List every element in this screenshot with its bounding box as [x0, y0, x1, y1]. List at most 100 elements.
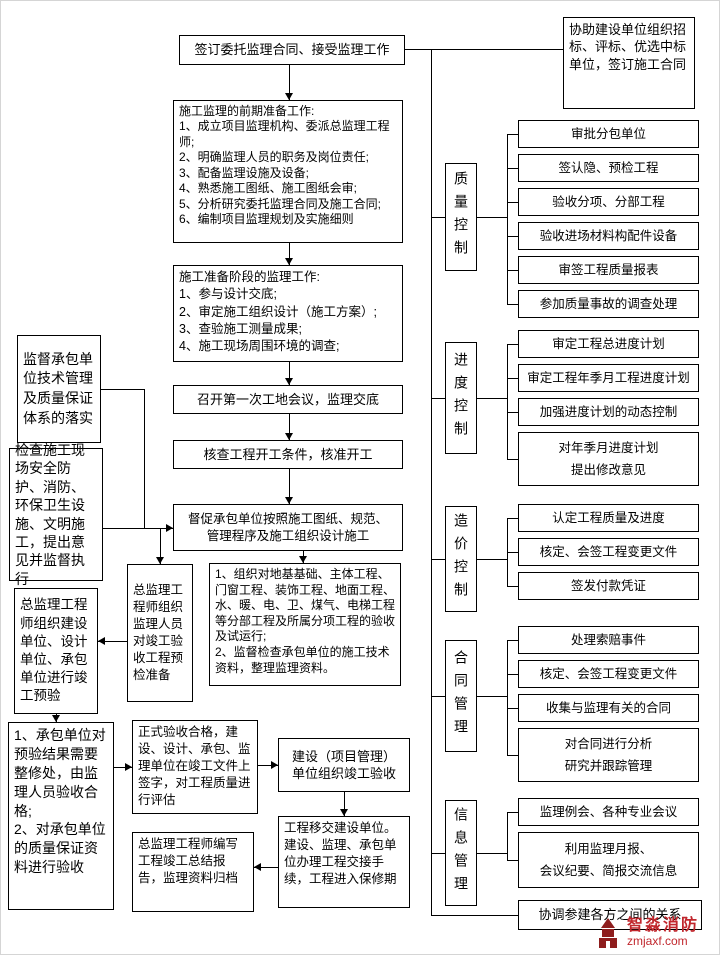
flow-line	[344, 792, 345, 816]
arrow-down-icon	[299, 556, 307, 563]
flow-line	[289, 362, 290, 385]
flow-line	[431, 559, 445, 560]
group-contract-management-label: 合同管理	[445, 640, 477, 752]
control-item: 对合同进行分析 研究并跟踪管理	[518, 728, 699, 782]
control-item: 验收进场材料构配件设备	[518, 222, 699, 250]
flow-line	[160, 528, 161, 564]
step-pre-acceptance: 总监理工程师组织建设单位、设计单位、承包单位进行竣工预验	[14, 588, 98, 714]
control-item: 加强进度计划的动态控制	[518, 398, 699, 426]
arrow-down-icon	[285, 433, 293, 440]
flow-line	[98, 641, 127, 642]
group-information-management-label: 信息管理	[445, 800, 477, 906]
flow-line	[507, 755, 518, 756]
control-item: 审签工程质量报表	[518, 256, 699, 284]
control-item: 审定工程年季月工程进度计划	[518, 364, 699, 392]
arrow-left-icon	[98, 637, 105, 645]
flow-line	[507, 202, 518, 203]
flow-line	[477, 559, 507, 560]
control-item: 对年季月进度计划 提出修改意见	[518, 432, 699, 486]
flow-line	[507, 812, 518, 813]
step-construction-preparation: 施工准备阶段的监理工作: 1、参与设计交底; 2、审定施工组织设计（施工方案）;…	[173, 265, 403, 362]
aside-quality-system-supervision: 监督承包单位技术管理及质量保证体系的落实	[17, 335, 101, 443]
watermark: 智淼消防 zmjaxf.com	[595, 917, 699, 949]
flow-line	[507, 552, 518, 553]
control-item: 核定、会签工程变更文件	[518, 538, 699, 566]
flow-line	[477, 398, 507, 399]
control-item: 收集与监理有关的合同	[518, 694, 699, 722]
step-acceptance-testing: 1、组织对地基基础、主体工程、门窗工程、装饰工程、地面工程、水、暖、电、卫、煤气…	[209, 563, 401, 686]
step-final-report: 总监理工程师编写工程竣工总结报告，监理资料归档	[132, 832, 254, 912]
watermark-logo-icon	[599, 918, 617, 949]
control-item: 审定工程总进度计划	[518, 330, 699, 358]
control-item: 监理例会、各种专业会议	[518, 798, 699, 826]
flow-line	[101, 389, 144, 390]
flow-line	[507, 344, 518, 345]
step-check-commencement: 核查工程开工条件，核准开工	[173, 440, 403, 469]
flow-line	[431, 915, 518, 916]
step-formal-acceptance: 正式验收合格，建设、设计、承包、监理单位在竣工文件上签字，对工程质量进行评估	[132, 720, 258, 814]
control-item: 认定工程质量及进度	[518, 504, 699, 532]
group-quality-control-label: 质量控制	[445, 163, 477, 271]
arrow-down-icon	[285, 258, 293, 265]
flow-line	[289, 469, 290, 504]
step-early-preparation: 施工监理的前期准备工作: 1、成立项目监理机构、委派总监理工程师; 2、明确监理…	[173, 100, 403, 243]
flow-line	[258, 765, 278, 766]
flow-line	[289, 65, 290, 100]
flow-line	[507, 518, 518, 519]
flow-line	[289, 243, 290, 265]
arrow-left-icon	[254, 863, 261, 871]
step-repair-verification: 1、承包单位对预验结果需要整修处，由监理人员验收合格; 2、对承包单位的质量保证…	[8, 722, 114, 910]
arrow-right-icon	[125, 763, 132, 771]
step-owner-acceptance: 建设（项目管理） 单位组织竣工验收	[278, 738, 410, 792]
flow-line	[144, 389, 145, 528]
flow-line	[477, 853, 507, 854]
aside-assist-bidding: 协助建设单位组织招标、评标、优选中标单位，签订施工合同	[563, 17, 695, 109]
flow-line	[114, 767, 132, 768]
step-handover: 工程移交建设单位。建设、监理、承包单位办理工程交接手续，工程进入保修期	[278, 816, 410, 908]
arrow-right-icon	[166, 524, 173, 532]
flow-line	[507, 640, 518, 641]
step-pre-check-preparation: 总监理工程师组织监理人员对竣工验收工程预检准备	[127, 564, 193, 702]
arrow-down-icon	[285, 93, 293, 100]
watermark-site: zmjaxf.com	[627, 934, 688, 949]
flow-line	[507, 378, 518, 379]
flow-line	[254, 867, 278, 868]
flow-line	[431, 696, 445, 697]
flow-line	[507, 708, 518, 709]
step-supervise-construction: 督促承包单位按照施工图纸、规范、 管理程序及施工组织设计施工	[173, 504, 403, 551]
watermark-brand: 智淼消防	[627, 917, 700, 934]
aside-site-safety-check: 检查施工现场安全防护、消防、环保卫生设施、文明施工，提出意见并监督执行	[9, 442, 103, 587]
flow-line	[507, 860, 518, 861]
flow-line	[507, 344, 508, 459]
arrow-down-icon	[285, 378, 293, 385]
flow-line	[507, 236, 518, 237]
flow-line	[507, 459, 518, 460]
control-item: 处理索赔事件	[518, 626, 699, 654]
arrow-down-icon	[156, 557, 164, 564]
flow-line	[431, 853, 445, 854]
flow-line	[477, 696, 507, 697]
control-item: 利用监理月报、 会议纪要、简报交流信息	[518, 832, 699, 888]
flow-line	[507, 134, 508, 304]
arrow-down-icon	[285, 497, 293, 504]
flow-line	[507, 674, 518, 675]
control-item: 验收分项、分部工程	[518, 188, 699, 216]
arrow-down-icon	[52, 715, 60, 722]
control-item: 参加质量事故的调查处理	[518, 290, 699, 318]
control-item: 审批分包单位	[518, 120, 699, 148]
flow-line	[507, 270, 518, 271]
flow-line	[507, 412, 518, 413]
step-sign-contract: 签订委托监理合同、接受监理工作	[179, 35, 405, 65]
flow-line	[507, 304, 518, 305]
flow-line	[507, 812, 508, 860]
flow-line	[507, 168, 518, 169]
flow-line	[103, 528, 173, 529]
group-progress-control-label: 进度控制	[445, 342, 477, 454]
control-item: 核定、会签工程变更文件	[518, 660, 699, 688]
flow-line	[431, 398, 445, 399]
arrow-right-icon	[271, 761, 278, 769]
flow-line	[431, 49, 432, 916]
control-item: 签发付款凭证	[518, 572, 699, 600]
flow-line	[405, 49, 563, 50]
